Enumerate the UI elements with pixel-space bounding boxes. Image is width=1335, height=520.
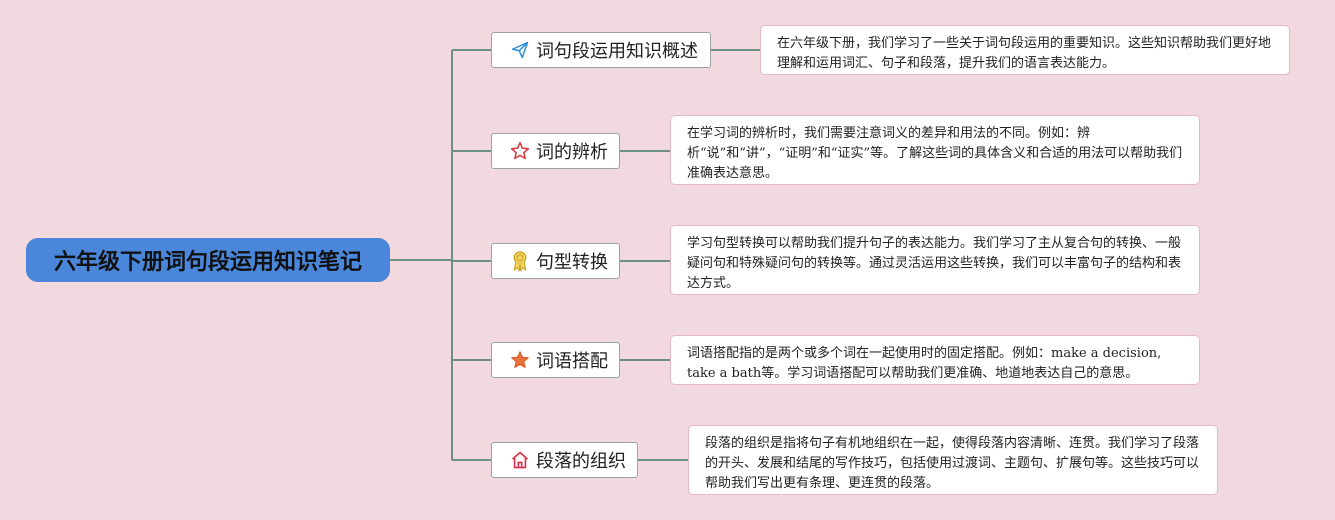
topic-sentence-conversion[interactable]: 句型转换 [491,243,620,279]
note-text: 在六年级下册，我们学习了一些关于词句段运用的重要知识。这些知识帮助我们更好地理解… [777,36,1272,71]
note-text: 段落的组织是指将句子有机地组织在一起，使得段落内容清晰、连贯。我们学习了段落的开… [705,436,1200,491]
star-filled-icon [510,350,530,370]
paper-plane-icon [510,40,530,60]
topic-word-distinction[interactable]: 词的辨析 [491,133,620,169]
star-outline-icon [510,141,530,161]
topic-label: 句型转换 [536,252,608,273]
topic-label: 词语搭配 [536,351,608,372]
award-ribbon-icon [510,251,530,272]
root-title: 六年级下册词句段运用知识笔记 [53,250,362,275]
topic-collocation[interactable]: 词语搭配 [491,342,620,378]
note-text: 词语搭配指的是两个或多个词在一起使用时的固定搭配。例如：make a decis… [687,346,1162,381]
topic-paragraph-organization[interactable]: 段落的组织 [491,442,638,478]
topic-label: 词的辨析 [536,142,608,163]
note-collocation: 词语搭配指的是两个或多个词在一起使用时的固定搭配。例如：make a decis… [670,335,1200,385]
note-text: 在学习词的辨析时，我们需要注意词义的差异和用法的不同。例如：辨析“说”和“讲”，… [687,126,1183,181]
note-sentence-conversion: 学习句型转换可以帮助我们提升句子的表达能力。我们学习了主从复合句的转换、一般疑问… [670,225,1200,295]
root-node[interactable]: 六年级下册词句段运用知识笔记 [26,238,390,282]
topic-overview[interactable]: 词句段运用知识概述 [491,32,711,68]
note-word-distinction: 在学习词的辨析时，我们需要注意词义的差异和用法的不同。例如：辨析“说”和“讲”，… [670,115,1200,185]
note-paragraph-organization: 段落的组织是指将句子有机地组织在一起，使得段落内容清晰、连贯。我们学习了段落的开… [688,425,1218,495]
home-icon [510,450,530,470]
topic-label: 段落的组织 [536,451,626,472]
note-text: 学习句型转换可以帮助我们提升句子的表达能力。我们学习了主从复合句的转换、一般疑问… [687,236,1182,291]
topic-label: 词句段运用知识概述 [536,41,698,62]
note-overview: 在六年级下册，我们学习了一些关于词句段运用的重要知识。这些知识帮助我们更好地理解… [760,25,1290,75]
